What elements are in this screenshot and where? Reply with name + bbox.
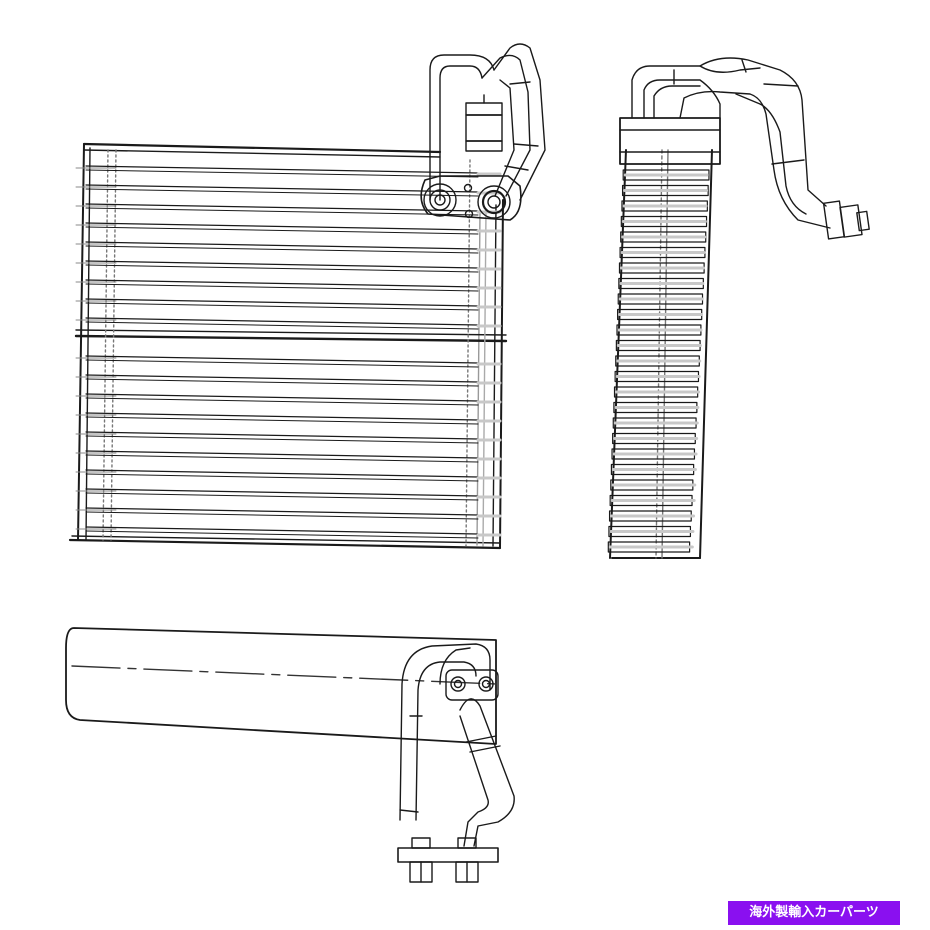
core-tube	[85, 431, 479, 440]
core-tube	[85, 184, 479, 193]
pipes-side	[631, 57, 870, 240]
core-tube	[85, 298, 479, 307]
side-view	[607, 57, 870, 559]
core-tube	[85, 260, 479, 269]
inlet-outlet-pipes-front	[420, 43, 546, 221]
core-tube-edge	[85, 169, 479, 178]
core-tube	[85, 355, 479, 364]
core-tube-edge	[85, 435, 479, 444]
core-tube-edge	[85, 378, 479, 387]
core-tube-edge	[85, 473, 479, 482]
core-tube-edge	[85, 416, 479, 425]
core-tube-edge	[85, 226, 479, 235]
core-tube-edge	[85, 397, 479, 406]
core-fin-pack	[621, 184, 709, 197]
core-fins-side	[607, 169, 710, 553]
core-tube	[85, 374, 479, 383]
core-tube-edge	[85, 283, 479, 292]
core-tube	[85, 279, 479, 288]
core-tube-edge	[85, 492, 479, 501]
core-tube	[85, 241, 479, 250]
core-tube-edge	[85, 188, 479, 197]
evaporator-core-top	[65, 627, 497, 745]
core-tube-edge	[85, 321, 479, 330]
core-tube-edge	[85, 359, 479, 368]
core-tube-edge	[85, 302, 479, 311]
core-fin-pack	[622, 169, 710, 181]
evaporator-core-front	[68, 142, 508, 550]
core-tube-edge	[85, 530, 479, 539]
pipes-top	[397, 643, 515, 883]
front-view	[68, 43, 546, 550]
core-tube	[85, 165, 479, 174]
core-tube	[85, 469, 479, 478]
core-tube	[85, 317, 479, 326]
core-tube-edge	[85, 207, 479, 216]
core-tube-edge	[85, 264, 479, 273]
core-tube-edge	[85, 454, 479, 463]
core-tube	[85, 526, 479, 535]
core-tube-edge	[85, 511, 479, 520]
top-view	[65, 627, 515, 883]
core-tube	[85, 203, 479, 212]
header-tank-side	[619, 117, 721, 165]
core-tube	[85, 393, 479, 402]
shop-badge: 海外製輸入カーパーツ	[728, 901, 900, 925]
core-tube	[85, 450, 479, 459]
core-tube	[85, 412, 479, 421]
core-tube	[85, 222, 479, 231]
core-tube	[85, 488, 479, 497]
core-tube	[85, 507, 479, 516]
core-tube-edge	[85, 245, 479, 254]
core-tubes-front	[75, 165, 502, 539]
